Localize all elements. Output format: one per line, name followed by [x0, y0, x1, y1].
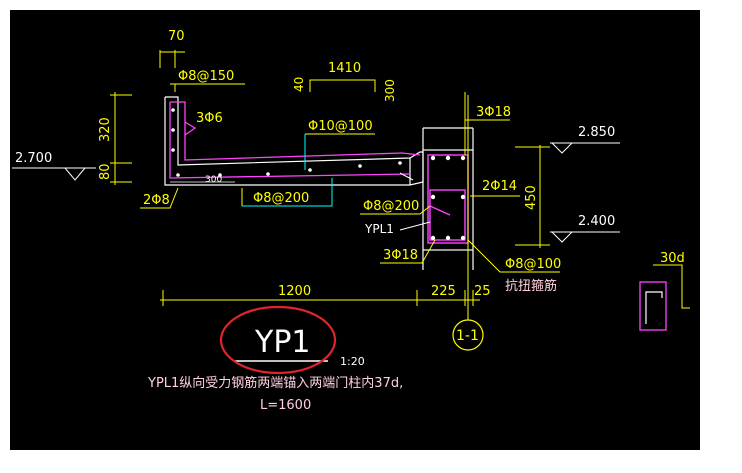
- slab-end-mark: [399, 172, 414, 181]
- dim-320-label: 320: [98, 117, 113, 142]
- label-3d6: 3Φ6: [196, 111, 223, 126]
- dim-450-label: 450: [524, 185, 539, 210]
- drawing-title: YP1: [254, 325, 311, 360]
- inner-300-label: 300: [205, 175, 222, 185]
- leader-beam-bottom: [380, 239, 436, 264]
- dim-30d-label: 30d: [660, 251, 685, 266]
- leader-2d8: [140, 187, 179, 209]
- label-torsion-stirrup: Φ8@100: [505, 257, 561, 272]
- elevation-right-markers: [550, 142, 620, 243]
- label-main-rebar: Φ10@100: [308, 119, 373, 134]
- dim-bottom: [160, 290, 480, 306]
- beam-longitudinal-bars: [430, 155, 466, 241]
- label-beam-stirrup: Φ8@200: [363, 199, 419, 214]
- label-dist-8-200: Φ8@200: [253, 191, 309, 206]
- dim-70-label: 70: [168, 29, 185, 44]
- leader-dist-8-200: [242, 178, 333, 207]
- label-2d8: 2Φ8: [143, 193, 170, 208]
- elevation-left-marker: [12, 167, 96, 181]
- drawing-canvas: 70 Φ8@150 1410 40 300 320 80 2.700: [12, 29, 690, 413]
- leader-torsion: [467, 239, 560, 273]
- dim-1410-label: 1410: [328, 61, 361, 76]
- label-torsion-text: 抗扭箍筋: [505, 278, 557, 294]
- slab-rebar: [169, 101, 421, 179]
- dim-80-label: 80: [98, 163, 113, 180]
- elevation-right-bottom-label: 2.400: [578, 214, 615, 229]
- anchor-detail: [639, 264, 690, 331]
- section-mark-label: 1-1: [456, 328, 479, 344]
- beam-section-outline: [422, 127, 474, 270]
- dim-225-label: 225: [431, 284, 456, 299]
- dim-300-label: 300: [383, 79, 397, 102]
- highlight-circle: [219, 305, 337, 375]
- drawing-scale: 1:20: [340, 355, 365, 368]
- dim-1200-label: 1200: [278, 284, 311, 299]
- elevation-right-top-label: 2.850: [578, 125, 615, 140]
- label-beam-side: 2Φ14: [482, 179, 517, 194]
- beam-stirrups: [427, 154, 469, 244]
- slab-distribution-bars: [171, 108, 402, 177]
- elevation-left-label: 2.700: [15, 151, 52, 166]
- label-beam-bottom: 3Φ18: [383, 248, 418, 263]
- leader-beam-name: [399, 221, 431, 231]
- dim-left-vertical: [110, 92, 132, 185]
- note-line-2: L=1600: [260, 398, 311, 413]
- label-stirrup-top: Φ8@150: [178, 69, 234, 84]
- label-beam-name: YPL1: [364, 222, 394, 236]
- cad-drawing-area: 70 Φ8@150 1410 40 300 320 80 2.700: [10, 10, 700, 450]
- dim-1410: [309, 79, 376, 92]
- note-line-1: YPL1纵向受力钢筋两端锚入两端门柱内37d,: [147, 375, 403, 391]
- dim-40-label: 40: [292, 77, 306, 92]
- section-mark-circle: [452, 319, 484, 351]
- dim-450: [515, 145, 550, 248]
- leader-beam-stirrup: [360, 205, 431, 215]
- dim-70: [159, 50, 185, 68]
- label-beam-top: 3Φ18: [476, 105, 511, 120]
- dim-25-label: 25: [474, 284, 491, 299]
